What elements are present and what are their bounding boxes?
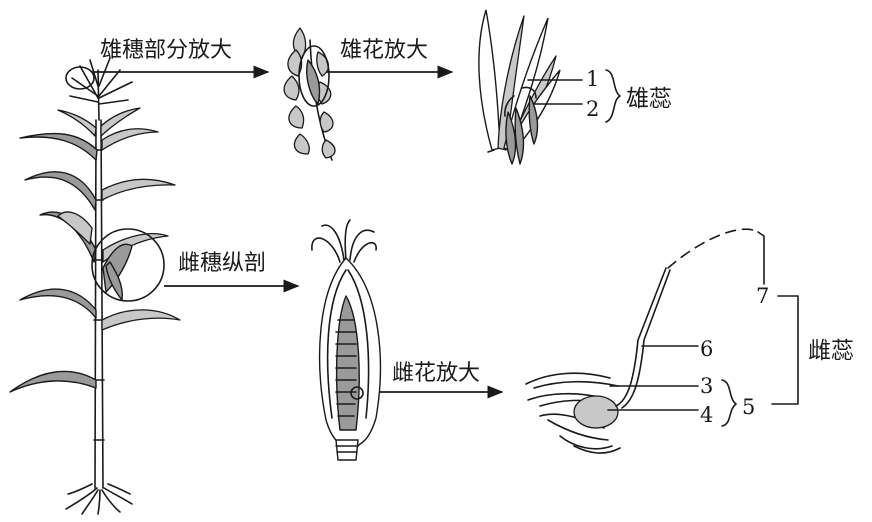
female-leader-lines (607, 231, 765, 411)
caption-male-spike: 雄穗部分放大 (100, 38, 232, 63)
female-flower (525, 228, 759, 454)
label-2: 2 (586, 97, 599, 121)
caption-female-flower: 雌花放大 (392, 361, 480, 386)
style (615, 267, 667, 407)
ear-highlight (91, 228, 165, 302)
male-flower (478, 9, 561, 165)
female-flower-highlight (350, 386, 364, 400)
ovary-brace (721, 379, 737, 427)
label-5: 5 (742, 395, 755, 419)
ovary (573, 395, 619, 429)
male-stamen-label: 雄蕊 (626, 86, 672, 112)
female-ear-section (311, 219, 382, 461)
label-1: 1 (586, 67, 599, 91)
label-6: 6 (700, 337, 713, 361)
male-leader-lines (527, 79, 583, 105)
pistil-bracket (771, 295, 799, 405)
roots (65, 483, 133, 515)
cob (335, 295, 360, 431)
male-spike-branch (283, 27, 336, 161)
pistil-label: 雌蕊 (808, 338, 854, 364)
stigma-dashed (667, 228, 759, 269)
tassel-highlight (65, 66, 95, 90)
male-stamen-brace (605, 69, 621, 123)
male-flower-highlight (298, 45, 330, 107)
ear-on-stem (57, 211, 133, 301)
label-7: 7 (756, 284, 769, 308)
stem (94, 119, 104, 489)
corn-plant (9, 57, 181, 515)
label-4: 4 (700, 403, 713, 427)
caption-female-spike: 雌穗纵剖 (178, 251, 266, 276)
caption-male-flower: 雄花放大 (340, 38, 428, 63)
label-3: 3 (700, 374, 713, 398)
silks (311, 219, 377, 263)
